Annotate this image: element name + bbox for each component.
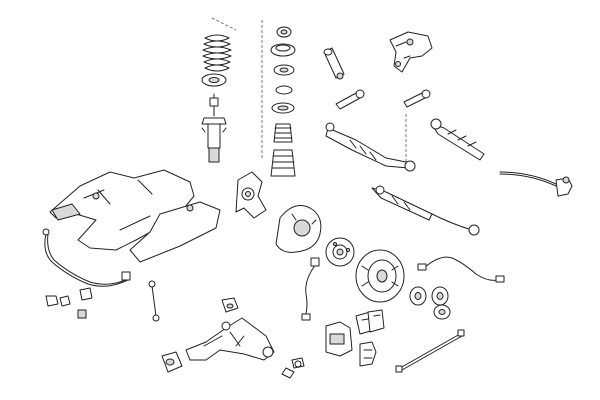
control-arm	[186, 318, 274, 360]
spring-top-mount	[202, 74, 226, 86]
brake-caliper	[326, 322, 352, 356]
steering-gear	[326, 114, 415, 171]
stabilizer-bushing	[46, 288, 92, 318]
tie-rod-end	[372, 186, 479, 235]
brake-dust-shield	[276, 206, 321, 253]
control-arm-bushing	[162, 352, 182, 372]
caliper-bracket	[360, 342, 376, 366]
control-arm-bushing	[222, 298, 238, 312]
drop-link	[149, 281, 159, 321]
tie-rod-end	[431, 119, 484, 160]
brake-hose	[302, 258, 319, 320]
shock-absorber	[202, 94, 226, 162]
brake-disc	[356, 250, 404, 302]
stabilizer-bar	[43, 229, 130, 286]
ball-joint	[282, 358, 304, 378]
abs-sensor-cable	[418, 257, 504, 282]
steering-rack-boot	[271, 124, 295, 176]
stabilizer-link	[500, 172, 572, 196]
subframe	[50, 170, 220, 262]
drive-shaft-boot	[432, 287, 450, 319]
coil-spring	[203, 18, 236, 71]
steering-gear	[390, 32, 432, 72]
wheel-bearing	[410, 287, 426, 305]
steering-knuckle	[236, 172, 266, 218]
strut-mount-kit	[262, 20, 295, 160]
wear-sensor-wire	[396, 330, 464, 372]
brake-pads	[356, 310, 384, 334]
wheel-hub	[326, 238, 354, 266]
tie-rod-end	[324, 48, 344, 79]
drag-link	[336, 90, 430, 109]
